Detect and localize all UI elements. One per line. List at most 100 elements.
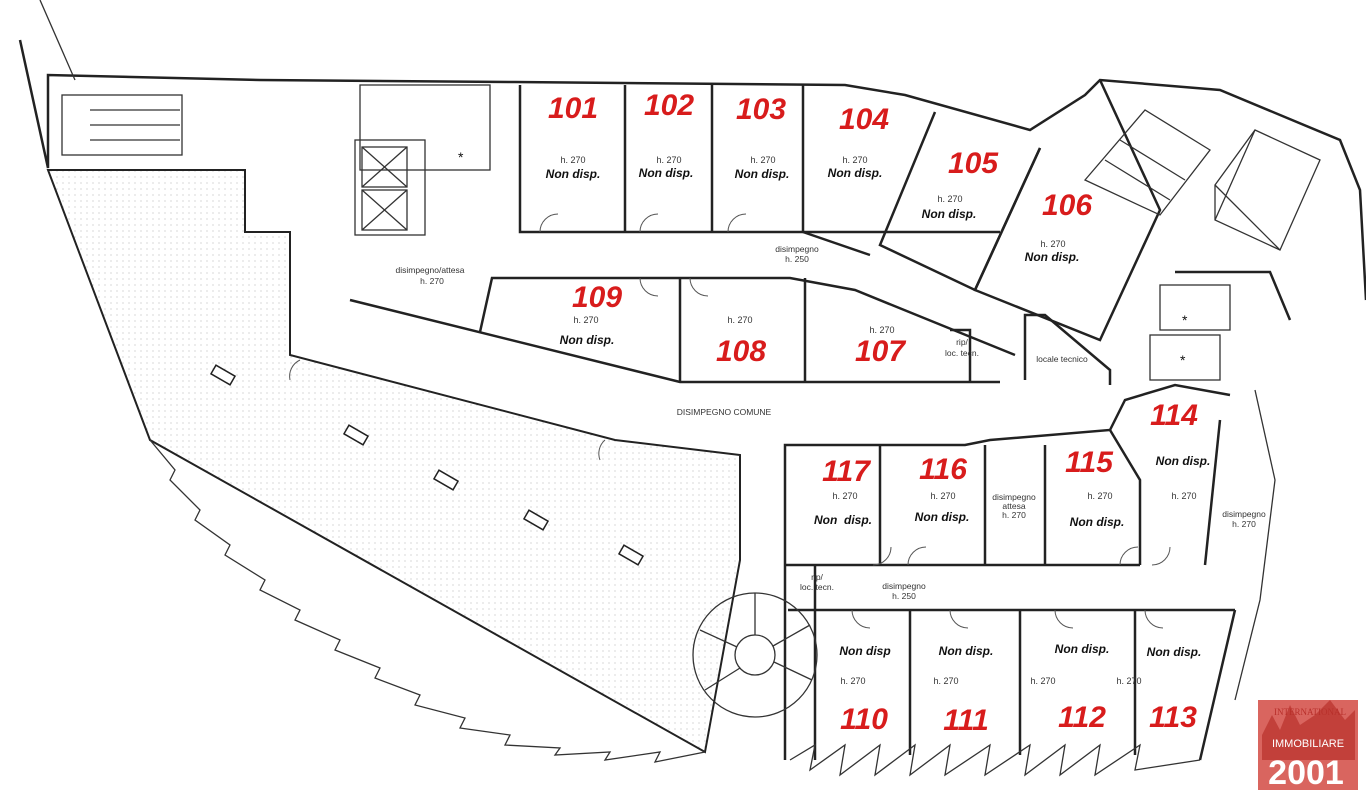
room-number: 114 [1150, 399, 1198, 432]
room-height: h. 270 [832, 491, 857, 501]
room-height: h. 270 [933, 676, 958, 686]
room-number: 115 [1065, 446, 1114, 479]
area-wait-lower-label: attesa [1002, 501, 1025, 511]
lower-rooms-walls [783, 383, 1276, 761]
area-storage-top-label: rip/ [956, 337, 968, 347]
area-hall-wait-height: h. 270 [420, 276, 444, 286]
room-height: h. 270 [1116, 676, 1141, 686]
area-storage-lower-label: loc. tecn. [800, 582, 834, 592]
room-status: Non disp. [939, 644, 994, 658]
exterior-wall [18, 39, 1366, 301]
terrace [46, 169, 741, 754]
area-storage-lower-label: rip/ [811, 572, 823, 582]
wc-marker: * [1182, 312, 1188, 328]
room-113: 113 h. 270 Non disp. [1116, 645, 1201, 734]
area-wait-lower-label: disimpegno [992, 492, 1036, 502]
room-height: h. 270 [560, 155, 585, 165]
room-height: h. 270 [1171, 491, 1196, 501]
room-number: 116 [919, 453, 967, 486]
room-111: 111 h. 270 Non disp. [933, 644, 993, 737]
room-number: 104 [839, 103, 889, 136]
top-rooms-walls [518, 79, 1162, 342]
room-status: Non disp. [735, 167, 790, 181]
room-height: h. 270 [937, 194, 962, 204]
room-status: Non disp. [1147, 645, 1202, 659]
area-common-label: DISIMPEGNO COMUNE [677, 407, 772, 417]
room-number: 110 [840, 703, 888, 736]
staircase-right [1083, 109, 1321, 251]
terrace-skylights [209, 364, 645, 566]
staircase-left [61, 94, 183, 156]
terrace-sawtooth-edge [149, 439, 706, 763]
wc-marker: * [1180, 352, 1186, 368]
room-height: h. 270 [750, 155, 775, 165]
room-110: 110 h. 270 Non disp [839, 644, 890, 736]
room-number: 108 [716, 335, 766, 368]
room-number: 109 [572, 281, 622, 314]
accessible-wc-marker: * [458, 149, 464, 165]
room-height: h. 270 [842, 155, 867, 165]
area-corridor-top-label: disimpegno [775, 244, 819, 254]
room-height: h. 270 [1040, 239, 1065, 249]
room-number: 113 [1149, 701, 1197, 734]
lower-sawtooth-edge [789, 743, 1201, 777]
logo-text-middle: IMMOBILIARE [1272, 738, 1344, 750]
agency-logo: INTERNATIONAL IMMOBILIARE 2001 [1258, 700, 1358, 792]
doors [289, 213, 1171, 629]
area-corridor-right-height: h. 270 [1232, 519, 1256, 529]
area-tech-room-label: locale tecnico [1036, 354, 1088, 364]
room-status: Non disp. [1025, 250, 1080, 264]
room-status: Non disp. [639, 166, 694, 180]
room-status: Non disp. [814, 513, 872, 527]
room-number: 112 [1058, 701, 1106, 734]
room-number: 111 [943, 704, 989, 737]
room-status: Non disp. [922, 207, 977, 221]
room-number: 117 [822, 455, 871, 488]
room-height: h. 270 [1030, 676, 1055, 686]
area-corridor-lower-height: h. 250 [892, 591, 916, 601]
area-storage-top-label: loc. tecn. [945, 348, 979, 358]
elevator-shafts [354, 84, 491, 236]
spiral-staircase [692, 592, 818, 718]
room-status: Non disp. [1055, 642, 1110, 656]
middle-rooms-walls [349, 270, 1292, 385]
room-height: h. 270 [656, 155, 681, 165]
area-corridor-right-label: disimpegno [1222, 509, 1266, 519]
room-number: 102 [644, 89, 694, 122]
room-number: 105 [948, 147, 999, 180]
room-status: Non disp [839, 644, 890, 658]
room-status: Non disp. [546, 167, 601, 181]
area-corridor-lower-label: disimpegno [882, 581, 926, 591]
room-status: Non disp. [1070, 515, 1125, 529]
room-number: 101 [548, 92, 598, 125]
room-height: h. 270 [1087, 491, 1112, 501]
logo-text-bottom: 2001 [1268, 754, 1344, 792]
room-height: h. 270 [840, 676, 865, 686]
area-labels: disimpegno/attesa h. 270 disimpegno h. 2… [396, 244, 1267, 601]
area-hall-wait-label: disimpegno/attesa [396, 265, 465, 275]
room-number: 103 [736, 93, 786, 126]
area-corridor-top-height: h. 250 [785, 254, 809, 264]
room-112: 112 h. 270 Non disp. [1030, 642, 1109, 734]
room-status: Non disp. [828, 166, 883, 180]
room-status: Non disp. [560, 333, 615, 347]
room-height: h. 270 [930, 491, 955, 501]
right-wc-block [1149, 284, 1231, 381]
room-height: h. 270 [573, 315, 598, 325]
area-wait-lower-height: h. 270 [1002, 510, 1026, 520]
room-number: 107 [855, 335, 906, 368]
logo-text-top: INTERNATIONAL [1274, 707, 1346, 717]
